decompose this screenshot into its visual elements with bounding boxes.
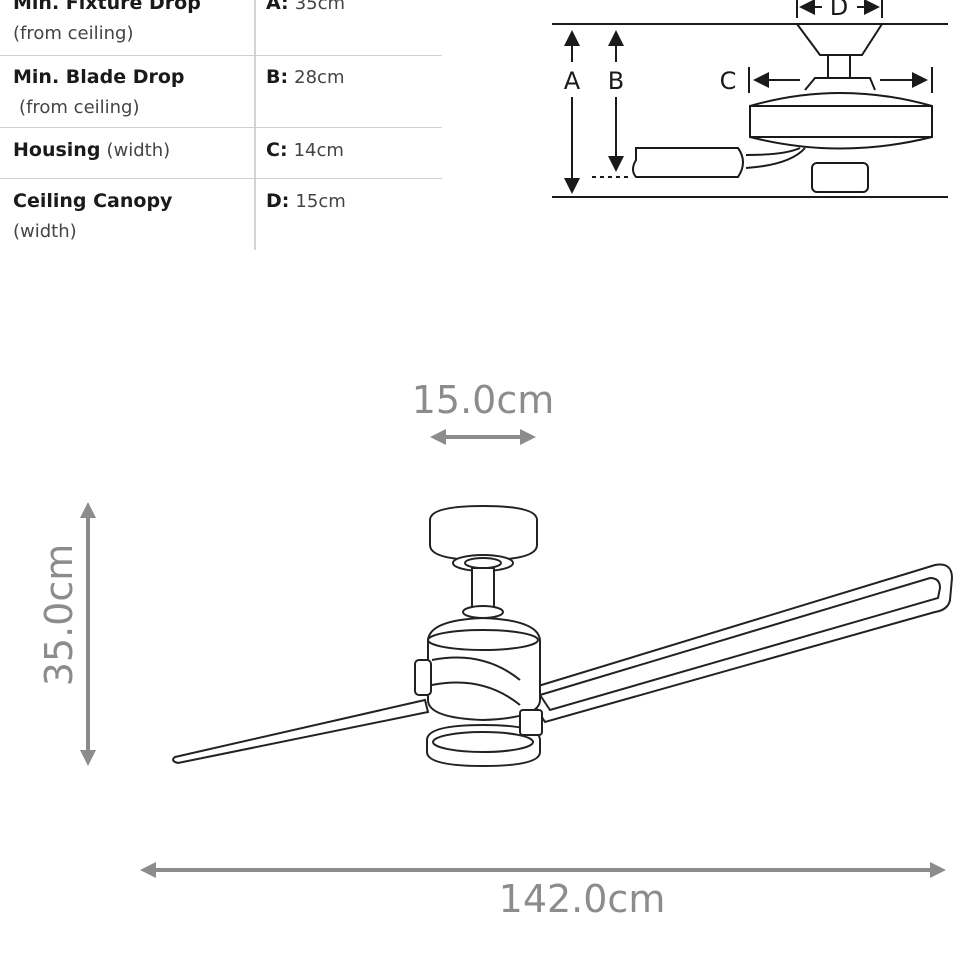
- label-b: B: [608, 67, 624, 95]
- label-d: D: [830, 0, 848, 21]
- spec-sub: (from ceiling): [13, 23, 134, 44]
- spec-key: D:: [266, 190, 290, 212]
- label-a: A: [564, 67, 581, 95]
- canopy: [796, 23, 883, 56]
- span-label: 142.0cm: [499, 877, 666, 921]
- fan-illustration: [172, 504, 954, 768]
- left-blade: [172, 698, 430, 765]
- spec-sub: (width): [106, 140, 171, 161]
- spec-key: B:: [266, 66, 289, 88]
- height-label: 35.0cm: [37, 544, 81, 687]
- spec-key: C:: [266, 139, 288, 161]
- downrod: [827, 54, 851, 79]
- spec-table: Min. Fixture Drop(from ceiling) A: 35cm …: [0, 0, 442, 251]
- table-row: Min. Blade Drop (from ceiling) B: 28cm: [0, 56, 442, 128]
- housing-cap: [804, 77, 876, 91]
- spec-label: Ceiling Canopy: [13, 190, 173, 212]
- table-row: Housing (width) C: 14cm: [0, 128, 442, 179]
- ceiling-canopy: [429, 504, 538, 562]
- spec-value: 15cm: [295, 191, 346, 212]
- spec-key: A:: [266, 0, 289, 14]
- spec-label: Housing: [13, 139, 101, 161]
- label-c: C: [720, 67, 737, 95]
- schematic-diagram: [552, 0, 948, 198]
- spec-sub: (width): [13, 221, 77, 242]
- spec-value: 28cm: [294, 67, 345, 88]
- canopy-width-label: 15.0cm: [412, 378, 555, 422]
- spec-value: 35cm: [294, 0, 346, 14]
- table-divider: [254, 0, 256, 250]
- fan-downrod: [471, 567, 495, 609]
- housing: [749, 92, 933, 150]
- table-row: Ceiling Canopy (width) D: 15cm: [0, 179, 442, 251]
- spec-label: Min. Blade Drop: [13, 66, 185, 88]
- blade-arm: [745, 147, 806, 169]
- spec-label: Min. Fixture Drop: [13, 0, 201, 14]
- table-row: Min. Fixture Drop (from ceiling) A: 35cm: [0, 0, 442, 56]
- spec-value: 14cm: [293, 140, 344, 161]
- spec-sub: (from ceiling): [19, 97, 140, 118]
- light-kit: [811, 162, 869, 193]
- blade: [632, 147, 744, 178]
